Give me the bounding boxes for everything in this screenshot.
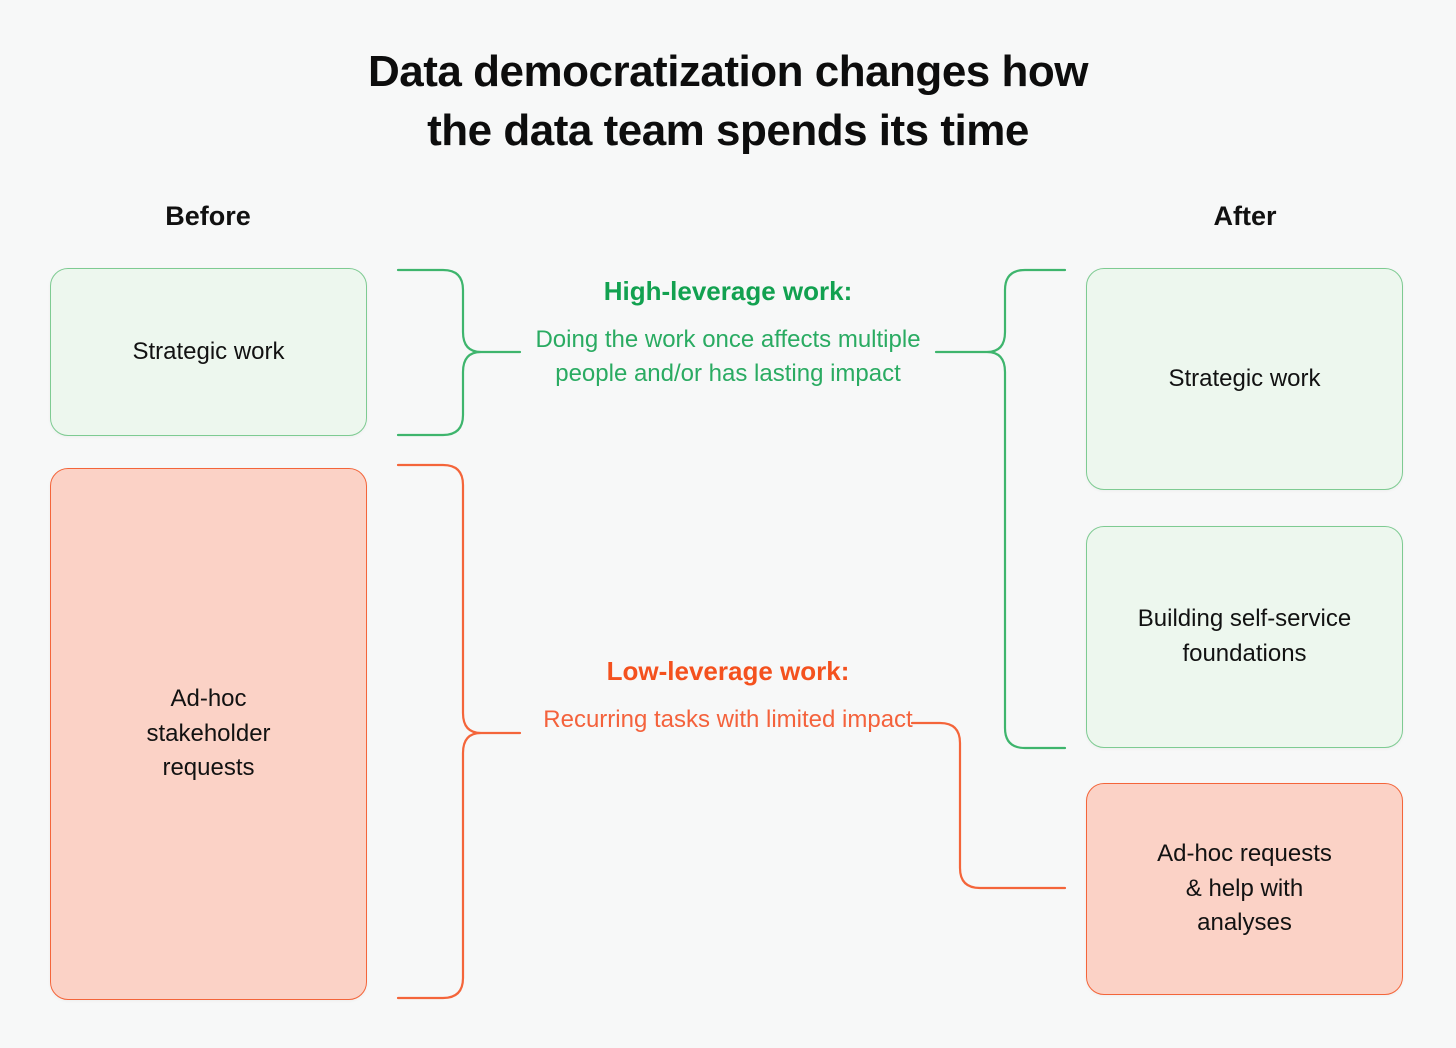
before-box-strategic-work-label: Strategic work: [132, 337, 285, 365]
after-box-strategic-work[interactable]: Strategic work: [1086, 268, 1403, 490]
connector-before-green-brace: [396, 268, 522, 437]
caption-low-leverage-body: Recurring tasks with limited impact: [543, 705, 913, 733]
caption-high-leverage-body: Doing the work once affects multiple peo…: [535, 325, 921, 387]
connector-after-orange-elbow: [910, 721, 1067, 890]
connector-before-orange-brace: [396, 463, 522, 1000]
page-title: Data democratization changes how the dat…: [0, 42, 1456, 161]
before-box-strategic-work[interactable]: Strategic work: [50, 268, 367, 436]
connector-after-green-brace: [934, 268, 1067, 750]
title-line-2: the data team spends its time: [427, 106, 1029, 156]
title-line-1: Data democratization changes how: [368, 47, 1088, 96]
caption-high-leverage-heading: High-leverage work:: [603, 276, 853, 306]
caption-low-leverage-heading: Low-leverage work:: [606, 656, 850, 686]
caption-high-leverage: High-leverage work: Doing the work once …: [518, 275, 938, 391]
caption-low-leverage: Low-leverage work: Recurring tasks with …: [518, 655, 938, 737]
column-heading-after: After: [1213, 201, 1277, 231]
after-box-strategic-work-label: Strategic work: [1168, 364, 1321, 392]
column-heading-before: Before: [165, 201, 251, 231]
